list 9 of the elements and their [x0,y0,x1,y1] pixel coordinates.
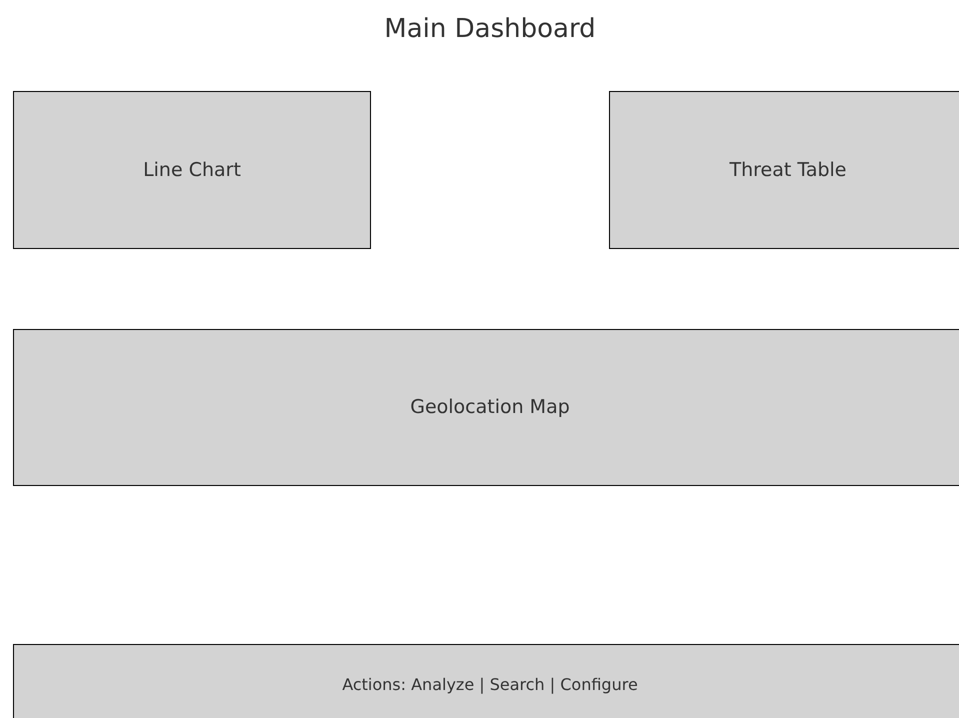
panel-box [13,329,959,486]
panel-box [13,91,371,249]
actions-text: Actions: Analyze | Search | Configure [342,674,638,696]
panel-label: Geolocation Map [410,395,570,420]
dashboard-title: Main Dashboard [383,13,597,46]
panel-box [609,91,959,249]
panel-label: Threat Table [730,158,846,183]
actions-bar [13,644,959,718]
panel-label: Line Chart [143,158,241,183]
